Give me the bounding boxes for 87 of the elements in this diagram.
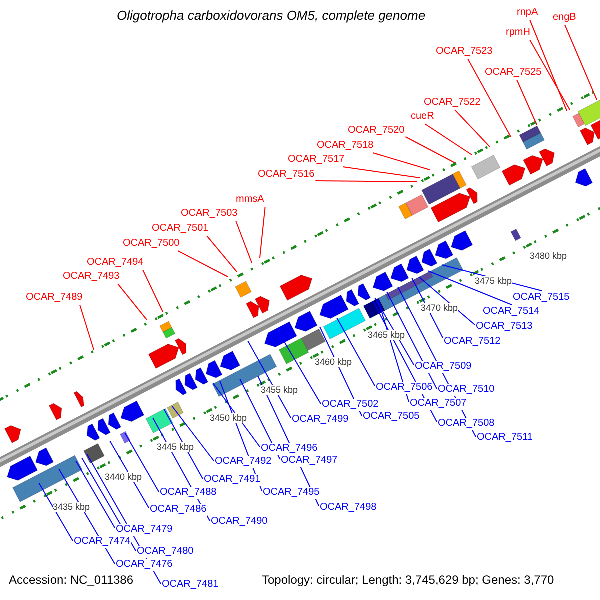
- scale-label: 3475 kbp: [475, 276, 512, 286]
- gene-label: OCAR_7508: [438, 418, 495, 430]
- gene-label: OCAR_7517: [288, 154, 345, 166]
- leader-line: [424, 124, 472, 156]
- gene-label: OCAR_7515: [513, 292, 570, 304]
- title: Oligotropha carboxidovorans OM5, complete genome: [117, 10, 426, 22]
- gene-label: OCAR_7479: [116, 524, 173, 536]
- gene-label: OCAR_7502: [322, 399, 379, 411]
- gene-label: OCAR_7513: [476, 321, 533, 333]
- accession-text: Accession: NC_011386: [9, 574, 134, 586]
- gene-label: OCAR_7509: [415, 361, 472, 373]
- scale-label: 3440 kbp: [105, 472, 142, 482]
- scale-label: 3450 kbp: [210, 413, 248, 423]
- leader-line: [454, 110, 490, 148]
- gene-label: OCAR_7498: [320, 502, 377, 514]
- genome-summary-text: Topology: circular; Length: 3,745,629 bp; Genes: 3,770: [262, 574, 554, 586]
- gene-label: OCAR_7520: [348, 125, 405, 137]
- scale-label: 3480 kbp: [530, 251, 568, 261]
- gene-label: OCAR_7480: [137, 546, 194, 558]
- gene-label: OCAR_7518: [317, 140, 374, 152]
- leader-line: [418, 276, 476, 326]
- leader-line: [468, 58, 512, 138]
- leader-line: [76, 460, 116, 528]
- gene-label: OCAR_7506: [376, 382, 433, 394]
- gene-label: OCAR_7491: [204, 474, 261, 486]
- gene-label: OCAR_7501: [152, 223, 209, 235]
- gene-label: OCAR_7514: [483, 306, 540, 318]
- leader-line: [564, 24, 598, 100]
- gene-label: OCAR_7488: [160, 487, 217, 499]
- gene-label: OCAR_7486: [150, 504, 207, 516]
- leader-line: [530, 20, 568, 112]
- leader-line: [530, 40, 570, 110]
- gene-label: OCAR_7489: [26, 292, 83, 304]
- gene-label: OCAR_7525: [485, 67, 542, 79]
- gene-label: OCAR_7512: [444, 336, 501, 348]
- gene-label: OCAR_7510: [438, 384, 495, 396]
- leader-line: [278, 330, 322, 404]
- leader-line: [342, 166, 420, 178]
- leader-line: [142, 270, 164, 312]
- gene-label: OCAR_7499: [292, 414, 349, 426]
- gene-label: OCAR_7476: [116, 559, 173, 571]
- leader-line: [315, 180, 418, 182]
- gene-label: OCAR_7492: [215, 456, 272, 468]
- leader-line: [336, 318, 376, 386]
- leader-line: [240, 378, 280, 460]
- gene-label: OCAR_7507: [410, 398, 467, 410]
- scale-label: 3460 kbp: [315, 357, 352, 367]
- leader-line: [110, 440, 150, 508]
- gene-label: OCAR_7500: [123, 238, 180, 250]
- gene-label: OCAR_7496: [261, 443, 318, 455]
- gene-label: OCAR_7503: [181, 208, 238, 220]
- scale-label: 3455 kbp: [261, 385, 298, 395]
- leader-line: [516, 80, 538, 126]
- gene-label: OCAR_7505: [363, 411, 420, 423]
- gene-label: rpmH: [506, 27, 530, 39]
- leader-line: [178, 250, 228, 278]
- leader-line: [212, 382, 260, 448]
- gene-label: OCAR_7494: [87, 257, 144, 269]
- scale-label: 3470 kbp: [421, 303, 458, 313]
- leader-line: [428, 270, 512, 306]
- leader-line: [172, 406, 214, 462]
- leader-line: [386, 292, 438, 390]
- gene-label: OCAR_7522: [424, 97, 481, 109]
- gene-label: OCAR_7474: [74, 536, 131, 548]
- gene-label: engB: [553, 12, 576, 24]
- gene-label: OCAR_7481: [162, 579, 219, 591]
- leader-line: [38, 482, 74, 542]
- gene-label: OCAR_7523: [436, 46, 493, 58]
- scale-label: 3435 kbp: [53, 502, 90, 512]
- leader-line: [206, 236, 238, 272]
- gene-label: OCAR_7511: [477, 432, 533, 444]
- leader-line: [372, 152, 430, 170]
- gene-label: OCAR_7516: [258, 169, 315, 181]
- leader-line: [236, 220, 252, 264]
- scale-label: 3465 kbp: [368, 330, 406, 340]
- leader-line: [405, 136, 456, 164]
- leader-line: [80, 304, 94, 350]
- gene-label: OCAR_7490: [211, 516, 268, 528]
- leader-line: [248, 340, 292, 418]
- gene-label: OCAR_7493: [63, 271, 120, 283]
- scale-label: 3445 kbp: [157, 442, 194, 452]
- gene-label: rnpA: [517, 7, 538, 19]
- leader-line: [124, 432, 160, 492]
- leader-line: [260, 206, 266, 258]
- gene-label: OCAR_7495: [263, 487, 320, 499]
- gene-label: OCAR_7497: [281, 455, 338, 467]
- leader-line: [118, 284, 148, 320]
